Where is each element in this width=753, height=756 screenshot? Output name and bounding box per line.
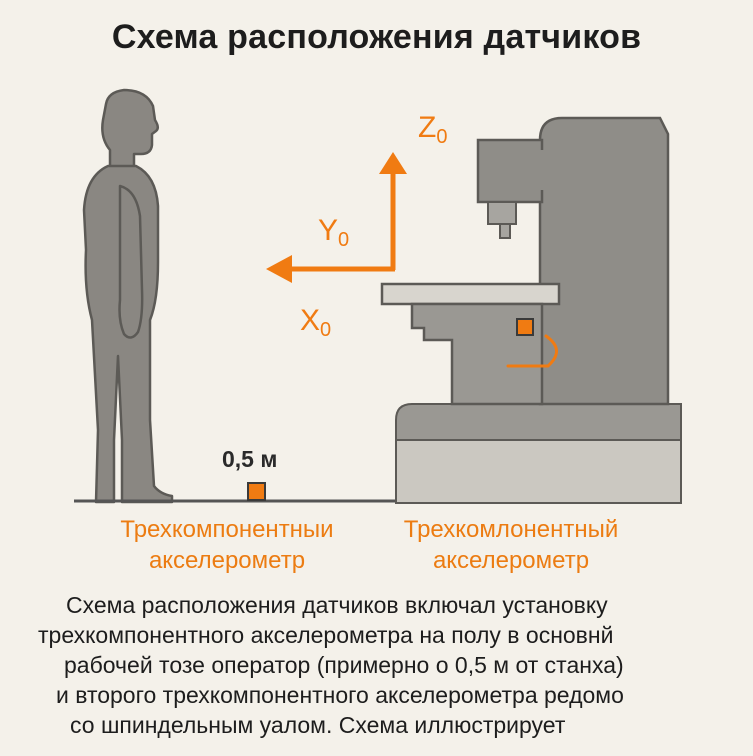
spindle-head: [476, 138, 544, 204]
caption-line: Схема расположения датчиков включал уста…: [66, 592, 608, 618]
machine-column: [538, 116, 670, 406]
machine-table: [380, 282, 561, 306]
machine-knee: [410, 302, 544, 406]
machine-base: [395, 439, 682, 504]
machine-lower-body: [395, 403, 682, 441]
floor-sensor-label-line2: акселерометр: [148, 547, 306, 574]
z-axis-label: Z0: [418, 111, 447, 148]
diagram-caption: Схема расположения датчиков включал уста…: [30, 590, 730, 740]
z-axis-arrow-icon: [379, 152, 407, 174]
operator-silhouette: [82, 88, 174, 504]
floor-accelerometer: [247, 482, 266, 501]
spindle-accelerometer: [516, 318, 534, 336]
caption-line: трехкомпонентного акселерометра на полу …: [38, 622, 614, 648]
spindle-sensor-label-line1: Трехкомлонентный: [403, 516, 619, 543]
distance-label: 0,5 м: [222, 446, 277, 472]
spindle-tool: [499, 223, 511, 239]
coordinate-axes: Z0 Y0 X0: [266, 111, 447, 341]
spindle-sensor-label: Трехкомлонентный акселерометр: [376, 514, 646, 576]
caption-line: и второго трехкомпонентного акселерометр…: [56, 682, 624, 708]
y-axis-arrow-icon: [266, 255, 292, 283]
rotation-arrow-icon: [506, 334, 558, 368]
y-axis-label: Y0: [318, 214, 349, 251]
floor-sensor-label-line1: Трехкомпонентныи: [120, 516, 334, 543]
caption-line: со шпиндельным уалом. Схема иллюстрирует: [70, 712, 566, 738]
spindle-sensor-label-line2: акселерометр: [432, 547, 590, 574]
x-axis-label: X0: [300, 304, 331, 341]
floor-sensor-label: Трехкомпонентныи акселерометр: [92, 514, 362, 576]
caption-line: рабочей тозе оператор (примерно о 0,5 м …: [64, 652, 624, 678]
spindle: [487, 201, 517, 225]
diagram-title: Схема расположения датчиков: [111, 18, 642, 56]
machine-tool: [380, 116, 682, 504]
